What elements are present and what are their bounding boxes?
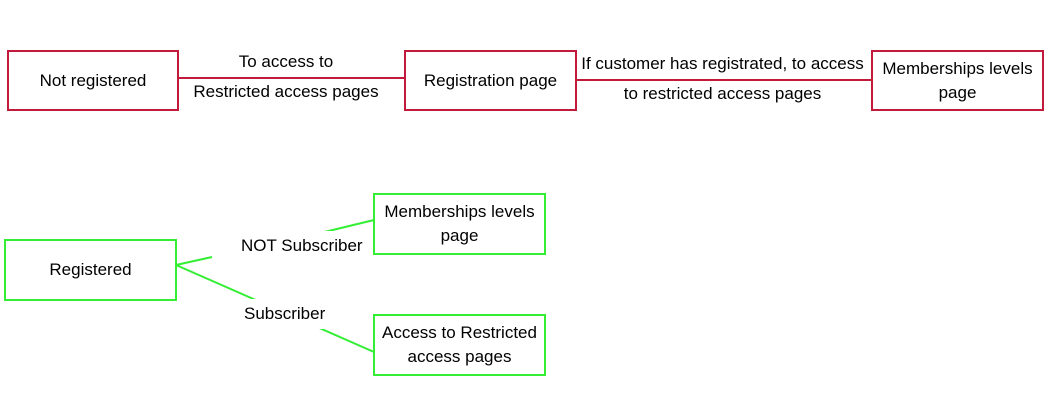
node-label: Memberships levels page (882, 58, 1033, 102)
node-registration-page: Registration page (404, 50, 577, 111)
edge-label-line: To access to (238, 52, 334, 71)
edge-label-line: to restricted access pages (623, 84, 822, 103)
edge-label-line: If customer has registrated, to access (581, 54, 864, 73)
node-label: Registration page (423, 70, 558, 90)
node-not-registered: Not registered (7, 50, 179, 111)
edge-label-not-subscriber: NOT Subscriber (237, 231, 367, 261)
edge-label-line: Restricted access pages (193, 82, 379, 101)
node-registered: Registered (4, 239, 177, 301)
node-label: Not registered (39, 70, 147, 90)
node-access-restricted-pages: Access to Restricted access pages (373, 314, 546, 376)
node-label: Registered (49, 260, 132, 279)
edge-label-subscriber: Subscriber (240, 299, 330, 329)
node-memberships-levels-page-top: Memberships levels page (871, 50, 1044, 111)
edge-label-text: NOT Subscriber (241, 236, 363, 255)
edge-label-to-registration: To access to Restricted access pages (182, 47, 390, 107)
node-label: Access to Restricted access pages (382, 323, 537, 366)
edge-label-to-memberships: If customer has registrated, to access t… (580, 49, 865, 109)
node-memberships-levels-page-bottom: Memberships levels page (373, 193, 546, 255)
edge-label-text: Subscriber (244, 304, 326, 323)
node-label: Memberships levels page (384, 202, 535, 245)
edge-registered-to-memberships-a (175, 256, 213, 266)
